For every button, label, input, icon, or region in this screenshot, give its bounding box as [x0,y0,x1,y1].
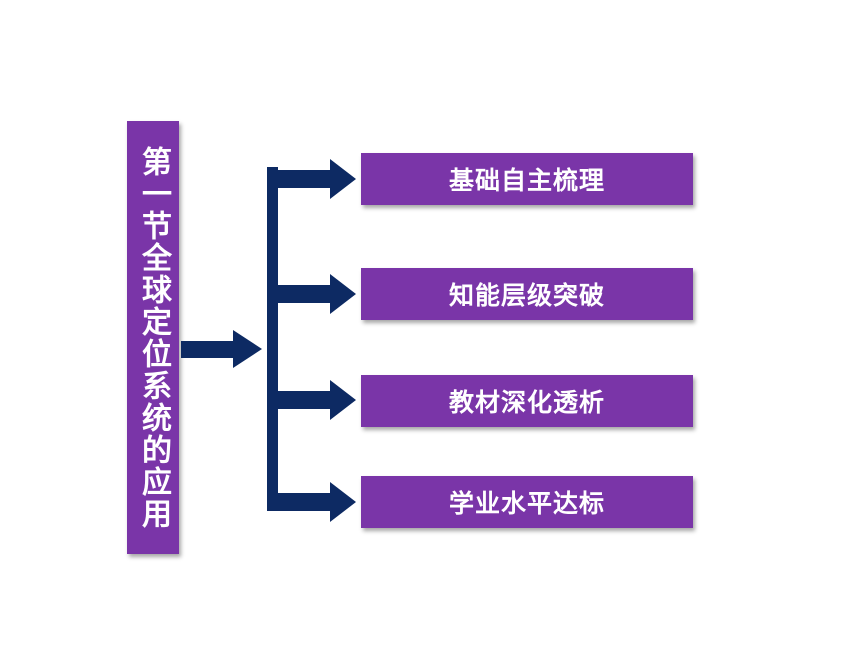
main-arrow [181,330,262,368]
section-title: 第一节全球定位系统的应用 [136,145,171,530]
item-label: 知能层级突破 [448,281,605,310]
branch-arrow-2 [278,274,356,314]
bracket-spine [267,167,278,511]
item-label: 教材深化透析 [448,388,605,417]
item-knowledge-breakthrough[interactable]: 知能层级突破 [361,268,693,320]
item-textbook-analysis[interactable]: 教材深化透析 [361,375,693,427]
item-level-assessment[interactable]: 学业水平达标 [361,476,693,528]
item-basic-review[interactable]: 基础自主梳理 [361,153,693,205]
item-label: 基础自主梳理 [448,166,605,195]
branch-arrow-4 [278,482,356,522]
section-title-box: 第一节全球定位系统的应用 [127,121,179,554]
branch-arrow-3 [278,380,356,420]
item-label: 学业水平达标 [448,489,605,518]
branch-arrow-1 [278,159,356,199]
